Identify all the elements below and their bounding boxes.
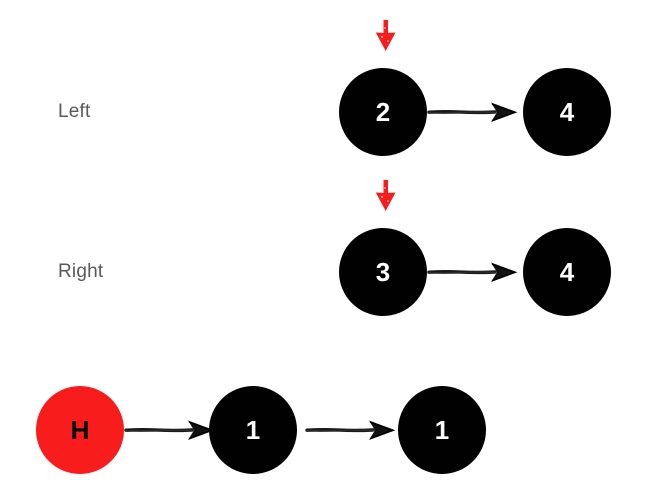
node-label: 2	[375, 97, 391, 127]
node-label: 1	[434, 415, 450, 445]
edge-right-3-to-4	[427, 257, 523, 287]
node-right-4[interactable]: 4	[523, 228, 611, 316]
row-label-right: Right	[58, 261, 104, 282]
node-left-2[interactable]: 2	[339, 68, 427, 156]
down-arrow-cursor-icon	[371, 19, 401, 59]
node-bottom-1a[interactable]: 1	[209, 386, 297, 474]
row-label-left: Left	[58, 101, 91, 122]
node-label: 4	[559, 97, 575, 127]
edge-bottom-h-to-1	[124, 415, 220, 445]
node-right-3[interactable]: 3	[339, 228, 427, 316]
node-label: 4	[559, 257, 575, 287]
node-label: 3	[375, 257, 391, 287]
node-bottom-h[interactable]: H	[36, 386, 124, 474]
node-label: 1	[245, 415, 261, 445]
edge-bottom-1-to-1	[305, 415, 401, 445]
edge-left-2-to-4	[427, 97, 523, 127]
node-label: H	[70, 415, 90, 445]
node-bottom-1b[interactable]: 1	[398, 386, 486, 474]
node-left-4[interactable]: 4	[523, 68, 611, 156]
down-arrow-cursor-icon	[371, 179, 401, 219]
